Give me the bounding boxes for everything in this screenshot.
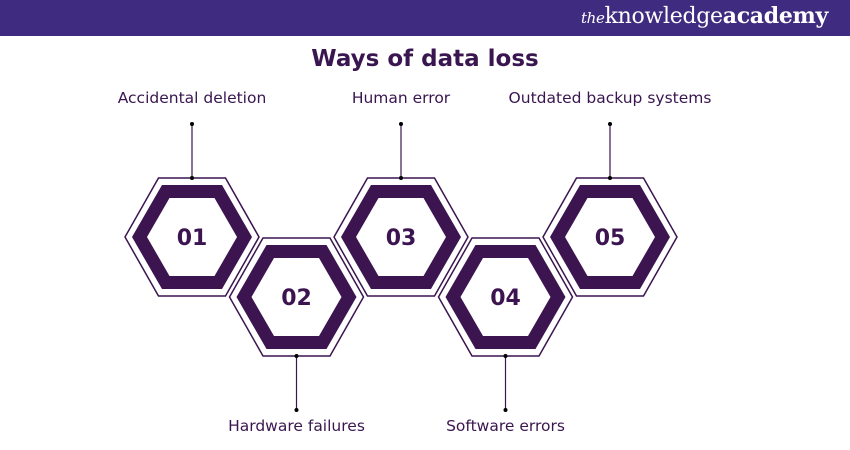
- hexagon-inner: [356, 198, 446, 276]
- step-number: 02: [281, 286, 312, 311]
- step-number: 05: [595, 226, 626, 251]
- connector-dot: [294, 408, 299, 412]
- connector-dot: [503, 354, 508, 358]
- connector-dot: [608, 176, 612, 180]
- step-label: Human error: [351, 89, 451, 107]
- page-title: Ways of data loss: [311, 46, 539, 72]
- step-label: Hardware failures: [228, 417, 365, 435]
- step-label: Outdated backup systems: [508, 89, 712, 107]
- header-bar: theknowledgeacademy: [0, 0, 850, 36]
- hexagon-inner: [460, 258, 551, 336]
- connector-dot: [399, 122, 403, 126]
- connector-dot: [399, 176, 403, 180]
- hexagon-inner: [147, 198, 237, 276]
- step-number: 03: [386, 226, 417, 251]
- connector-dot: [294, 354, 299, 358]
- brand-logo: theknowledgeacademy: [580, 3, 828, 29]
- hexagon-inner: [565, 198, 655, 276]
- hexagon-inner: [251, 258, 342, 336]
- step-label: Accidental deletion: [117, 89, 267, 107]
- connector-dot: [190, 122, 194, 126]
- step-number: 01: [177, 226, 208, 251]
- connector-dot: [503, 408, 508, 412]
- step-label: Software errors: [446, 417, 565, 435]
- step-number: 04: [490, 286, 521, 311]
- connector-dot: [190, 176, 194, 180]
- connector-dot: [608, 122, 612, 126]
